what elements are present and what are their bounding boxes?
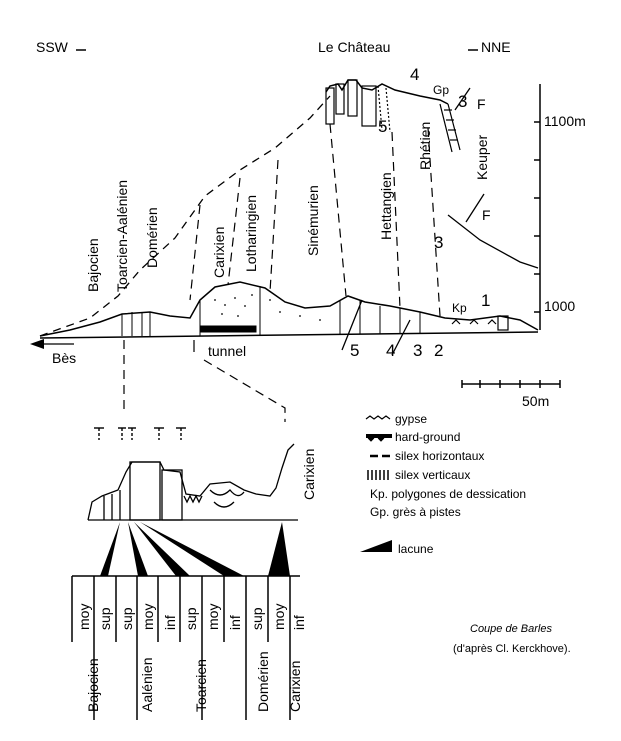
formation-lotharingien: Lotharingien [243, 195, 259, 272]
formation-boundaries [189, 123, 441, 317]
stage-bajocien: Bajocien [85, 658, 101, 712]
substage-0: moy [76, 604, 92, 630]
substage-6: moy [205, 604, 221, 630]
elevation-1100: 1100m [544, 113, 586, 129]
stage-toarcien: Toarcien [193, 659, 209, 712]
lacune-icon [360, 540, 392, 552]
marker-3-mid: 3 [434, 233, 443, 252]
marker-kp: Kp [452, 301, 467, 315]
marker-3-top: 3 [458, 92, 467, 111]
cliff-beds [325, 79, 391, 133]
marker-4-bottom: 4 [386, 341, 395, 360]
substage-5: sup [183, 607, 199, 630]
marker-f-lower: F [482, 207, 491, 223]
detail-section [87, 443, 298, 521]
marker-5-top: 5 [378, 117, 387, 136]
legend-gypse: gypse [395, 412, 427, 426]
village-label: Bès [52, 350, 76, 366]
formation-sinemurien: Sinémurien [305, 185, 321, 256]
tunnel-label: tunnel [208, 343, 246, 359]
marker-2: 2 [434, 341, 443, 360]
marker-f-upper: F [477, 96, 486, 112]
substage-9: moy [271, 604, 287, 630]
caption-credit: (d'après Cl. Kerckhove). [453, 643, 571, 655]
formation-toarcien-aalenien: Toarcien-Aalénien [114, 180, 130, 292]
formation-keuper: Keuper [474, 135, 490, 180]
rhetien-beds [439, 103, 461, 153]
stage-carixien: Carixien [287, 661, 303, 712]
lacune-triangles [100, 522, 290, 576]
marker-5-bottom: 5 [350, 341, 359, 360]
elevation-scale [534, 84, 541, 330]
elevation-1000: 1000 [544, 298, 575, 314]
orientation-nne: NNE [481, 39, 511, 55]
legend-lacune: lacune [398, 542, 434, 556]
marker-1: 1 [481, 291, 490, 310]
formation-carixien: Carixien [211, 227, 227, 278]
gypse-marks [451, 315, 509, 331]
legend: gypse hard-ground silex horizontaux sile… [360, 412, 526, 556]
orientation-ssw: SSW [36, 39, 69, 55]
substage-2: sup [119, 607, 135, 630]
silex-vertical-icon [367, 470, 389, 480]
carixien-stipple [214, 294, 321, 321]
reconstructed-profile [39, 95, 331, 337]
stage-domerien: Domérien [255, 651, 271, 712]
hard-ground-icon [366, 434, 392, 442]
stratigraphic-table [71, 575, 300, 720]
bes-arrow-icon [30, 339, 44, 349]
substage-8: sup [249, 607, 265, 630]
detail-connectors [123, 340, 286, 422]
ground-profile [39, 281, 539, 337]
caption-title: Coupe de Barles [470, 623, 552, 635]
substage-4: inf [162, 615, 178, 630]
formation-bajocien: Bajocien [85, 238, 101, 292]
formation-hettangien: Hettangien [378, 172, 394, 240]
summit-label: Le Château [318, 39, 390, 55]
keuper-slope [447, 214, 539, 269]
detail-carixien: Carixien [301, 449, 317, 500]
stage-aalenien: Aalénien [139, 658, 155, 713]
gypse-icon [365, 415, 391, 420]
marker-4-top: 4 [410, 65, 419, 84]
section-baseline [39, 331, 539, 339]
legend-kp: Kp. polygones de dessication [370, 487, 526, 501]
substage-10: inf [291, 615, 307, 630]
substage-7: inf [227, 615, 243, 630]
formation-rhetien: Rhétien [417, 122, 433, 170]
t-markers [94, 427, 186, 440]
substage-3: moy [140, 604, 156, 630]
substage-1: sup [97, 607, 113, 630]
lower-strata [121, 286, 421, 336]
legend-hard-ground: hard-ground [395, 430, 460, 444]
formation-domerien: Domérien [144, 207, 160, 268]
fault-lines [341, 87, 485, 356]
legend-gp: Gp. grès à pistes [370, 505, 461, 519]
legend-silex-horizontaux: silex horizontaux [395, 449, 484, 463]
scale-label: 50m [522, 393, 549, 409]
marker-3-bottom: 3 [413, 341, 422, 360]
marker-gp: Gp [433, 83, 449, 97]
horizontal-scale [461, 380, 561, 388]
legend-silex-verticaux: silex verticaux [395, 468, 470, 482]
